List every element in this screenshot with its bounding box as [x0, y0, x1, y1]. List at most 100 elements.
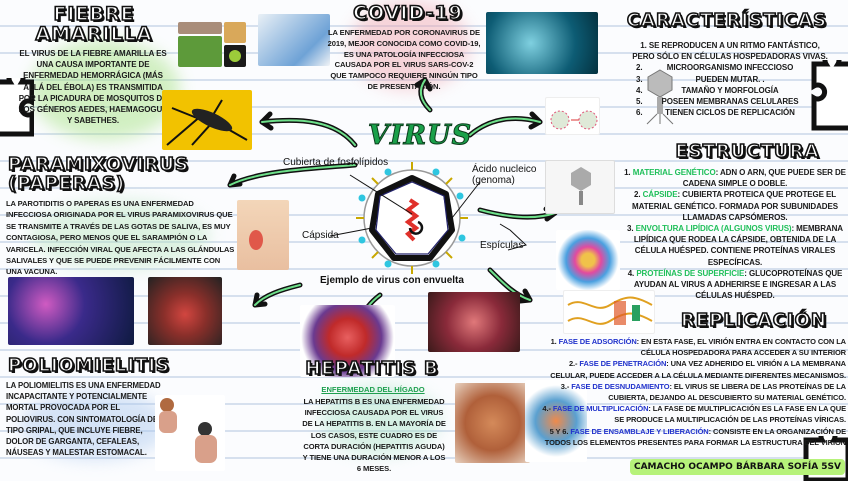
item-keyword: Envoltura lipídica (algunos virus) — [635, 224, 792, 234]
replicacion-list: 1. Fase de adsorción: En esta fase, el v… — [538, 336, 846, 448]
label-envelope: Cubierta de fosfolípidos — [283, 157, 389, 168]
arrow-icon — [259, 117, 358, 148]
watercolor-blob — [30, 40, 180, 140]
item-text: : Una vez adherido el virión a la membra… — [550, 359, 846, 380]
item-number: 3.- — [560, 381, 570, 391]
estructura-list: 1. Material genético: ADN o ARN, que pue… — [622, 167, 848, 301]
item-text: Poseen membranas celulares — [661, 97, 799, 107]
title-line: PARAMIXOVIRUS — [7, 154, 189, 175]
item-number: 2.- — [568, 359, 578, 369]
item-number: 3. — [627, 224, 634, 234]
item-number: 1. — [550, 337, 557, 346]
enveloped-virus-diagram — [356, 162, 468, 274]
item-keyword: Fase de desnudamiento — [571, 381, 670, 391]
item-text: : Membrana lipídica que rodea la cápside… — [633, 224, 843, 267]
virus-cycle-image — [545, 97, 600, 135]
list-item: 1. Material genético: ADN o ARN, que pue… — [622, 167, 848, 189]
diagram-caption: Ejemplo de virus con envuelta — [320, 275, 464, 286]
item-number: 5 y 6. — [549, 426, 569, 436]
item-text: : El virus se libera de las proteínas de… — [608, 381, 846, 403]
hepatitis-subtitle: Enfermedad del hígado — [321, 385, 425, 394]
item-text: Se reproducen a un ritmo fantástico, — [648, 41, 820, 50]
list-item: 3.- Fase de desnudamiento: El virus se l… — [538, 381, 846, 403]
item-text: : Consiste en la organización de todos l… — [544, 426, 846, 447]
list-item: 1. Fase de adsorción: En esta fase, el v… — [538, 336, 847, 358]
item-text: : ADN o ARN, que puede ser de cadena sim… — [682, 168, 846, 189]
puzzle-piece-icon — [811, 60, 848, 131]
skin-photo — [178, 22, 222, 34]
caracteristicas-title: CARACTERÍSTICAS — [626, 10, 828, 31]
item-text: : Glucoproteínas que ayudan al virus a a… — [633, 268, 843, 301]
list-item: 3. Envoltura lipídica (algunos virus): M… — [622, 223, 848, 268]
covid-text: La enfermedad por coronavirus de 2019, m… — [327, 28, 481, 91]
list-item: 6.Tienen ciclos de replicación — [630, 107, 830, 118]
virus-photo — [224, 45, 246, 67]
hepatitis-text: La hepatitis B es una enfermedad infecci… — [302, 397, 446, 474]
item-number: 2. — [636, 63, 643, 73]
item-number: 5. — [636, 97, 643, 107]
item-keyword: Fase de ensamblaje y liberación — [570, 426, 709, 436]
title-line: FIEBRE — [53, 3, 135, 25]
poliomielitis-text: La poliomielitis es una enfermedad incap… — [6, 381, 161, 458]
list-item: 2. Microorganismo infeccioso — [630, 62, 830, 73]
list-item: 2.- Fase de penetración: Una vez adherid… — [538, 358, 846, 380]
watercolor-blob — [320, 385, 440, 455]
author-badge: CAMACHO OCAMPO BÁRBARA SOFÍA 5SV — [630, 459, 845, 475]
caracteristicas-list: 1. Se reproducen a un ritmo fantástico,p… — [630, 40, 830, 118]
title-line: AMARILLA — [35, 23, 153, 45]
hepatitis-virus-image — [525, 380, 587, 462]
doctor-photo — [258, 14, 330, 66]
item-number: 4. — [627, 268, 635, 278]
list-item: 2. Cápside: Cubierta proteica que proteg… — [622, 189, 848, 223]
paramixovirus-title: PARAMIXOVIRUS(PAPERAS) — [7, 154, 189, 194]
estructura-title: ESTRUCTURA — [675, 141, 820, 162]
hepatitis-title: HEPATITIS B — [305, 358, 439, 379]
list-item: 4. Proteínas de superficie: Glucoproteín… — [622, 268, 848, 302]
arrow-icon — [252, 282, 303, 308]
eye-photo — [224, 22, 246, 43]
mouth-photo — [148, 277, 222, 345]
item-text: Microorganismo infeccioso — [666, 63, 794, 73]
virus-cross-section-image — [556, 230, 620, 290]
replicacion-title: REPLICACIÓN — [680, 310, 827, 331]
paramixovirus-text: La parotiditis o paperas es una enfermed… — [6, 199, 235, 277]
polio-children-illustration — [155, 395, 225, 471]
liver-illustration — [455, 383, 530, 463]
title-line: (PAPERAS) — [7, 173, 126, 194]
mumps-child-illustration — [237, 200, 289, 270]
list-item: 1. Se reproducen a un ritmo fantástico,p… — [630, 40, 830, 62]
arrow-icon — [227, 162, 358, 188]
virus-structure-image — [545, 160, 615, 214]
fiebre-amarilla-text: El virus de la fiebre amarilla es una ca… — [18, 49, 168, 126]
arrow-icon — [467, 115, 543, 138]
list-item: 4.Tamaño y morfología — [630, 85, 830, 96]
list-item: 5. Poseen membranas celulares — [630, 96, 830, 107]
virus-cells-photo — [428, 292, 520, 352]
list-item: 3.Pueden mutar. . — [630, 74, 830, 85]
item-text: Tamaño y morfología — [681, 85, 779, 95]
arrow-icon — [477, 207, 558, 220]
coronavirus-photo — [486, 12, 598, 74]
item-text: : La fase de multiplicación es la fase e… — [614, 404, 846, 425]
covid-title: COVID-19 — [352, 2, 463, 24]
item-text: Tienen ciclos de replicación — [665, 108, 795, 118]
virus-title: VIRUS — [367, 120, 473, 152]
item-number: 1. — [640, 41, 647, 50]
item-text: : Cubierta proteica que protege el mater… — [632, 190, 838, 222]
item-number: 2. — [633, 190, 641, 200]
mosquito-photo — [178, 36, 222, 67]
dna-replication-diagram — [563, 290, 655, 334]
item-number: 4.- — [542, 404, 551, 414]
item-keyword: Proteínas de superficie — [636, 268, 745, 278]
mosquito-illustration — [162, 90, 252, 150]
label-capsid: Cápsida — [302, 230, 339, 241]
label-spikes: Espículas — [480, 240, 524, 251]
item-keyword: Cápside — [642, 190, 678, 200]
label-nucleic-acid: Ácido nucleico (genoma) — [472, 164, 537, 186]
item-keyword: Material genético — [632, 168, 716, 177]
poliomielitis-title: POLIOMIELITIS — [7, 355, 170, 376]
puzzle-piece-icon — [0, 78, 34, 137]
watercolor-blob — [30, 200, 210, 270]
item-number: 3. — [636, 74, 643, 84]
